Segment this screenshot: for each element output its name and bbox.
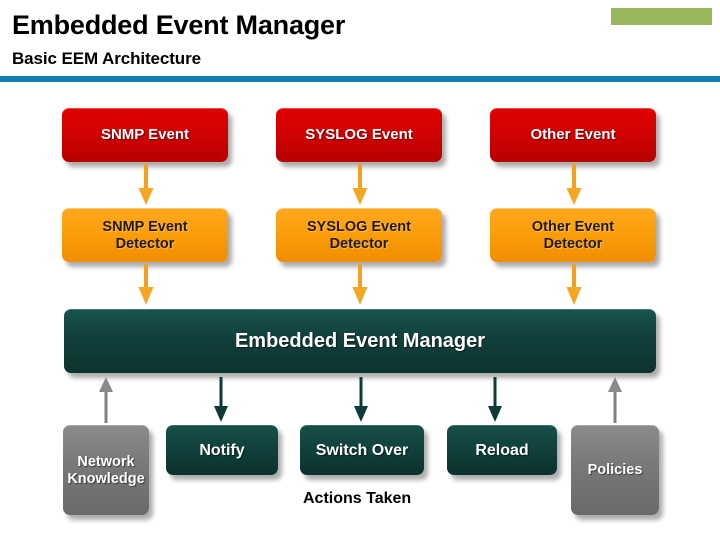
arrow-network-knowledge-to-manager bbox=[98, 377, 114, 423]
node-label: Notify bbox=[199, 441, 245, 459]
node-label-line2: Detector bbox=[543, 235, 603, 252]
arrow-manager-to-notify bbox=[213, 377, 229, 423]
node-label-line1: Other Event bbox=[531, 219, 615, 236]
node-label: Other Event Detector bbox=[532, 219, 614, 251]
blue-divider-rule bbox=[0, 76, 720, 82]
arrow-other-event-to-detector bbox=[566, 164, 582, 206]
node-label-line1: Network bbox=[77, 454, 135, 471]
node-embedded-event-manager[interactable]: Embedded Event Manager bbox=[64, 309, 656, 373]
arrow-snmp-detector-to-manager bbox=[138, 264, 154, 306]
node-label: Switch Over bbox=[315, 441, 409, 459]
arrow-snmp-event-to-detector bbox=[138, 164, 154, 206]
node-label-line1: SYSLOG Event bbox=[307, 219, 411, 236]
node-label-line2: Knowledge bbox=[67, 470, 145, 487]
node-label-line1: SNMP Event bbox=[102, 219, 188, 236]
arrow-syslog-detector-to-manager bbox=[352, 264, 368, 306]
node-policies[interactable]: Policies bbox=[571, 425, 659, 515]
node-label: Other Event bbox=[530, 126, 616, 144]
arrow-manager-to-switch-over bbox=[353, 377, 369, 423]
node-label: Network Knowledge bbox=[67, 454, 144, 486]
node-label: Policies bbox=[587, 462, 643, 479]
node-label: SNMP Event Detector bbox=[102, 219, 187, 251]
node-syslog-event-detector[interactable]: SYSLOG Event Detector bbox=[276, 208, 442, 262]
node-label: Embedded Event Manager bbox=[234, 330, 486, 353]
arrow-syslog-event-to-detector bbox=[352, 164, 368, 206]
arrow-other-detector-to-manager bbox=[566, 264, 582, 306]
node-reload[interactable]: Reload bbox=[447, 425, 557, 475]
arrow-manager-to-reload bbox=[487, 377, 503, 423]
green-accent-bar bbox=[611, 8, 712, 25]
node-label-line2: Detector bbox=[329, 235, 389, 252]
actions-taken-label: Actions Taken bbox=[303, 490, 412, 507]
node-snmp-event[interactable]: SNMP Event bbox=[62, 108, 228, 162]
node-other-event[interactable]: Other Event bbox=[490, 108, 656, 162]
node-label-line2: Detector bbox=[115, 235, 175, 252]
arrow-policies-to-manager bbox=[607, 377, 623, 423]
node-other-event-detector[interactable]: Other Event Detector bbox=[490, 208, 656, 262]
node-snmp-event-detector[interactable]: SNMP Event Detector bbox=[62, 208, 228, 262]
node-notify[interactable]: Notify bbox=[166, 425, 278, 475]
slide-header: Embedded Event Manager Basic EEM Archite… bbox=[0, 0, 720, 84]
eem-architecture-diagram: SNMP Event SYSLOG Event Other Event bbox=[0, 84, 720, 540]
node-label: SYSLOG Event Detector bbox=[307, 219, 411, 251]
page-subtitle: Basic EEM Architecture bbox=[12, 49, 201, 68]
node-label: SNMP Event bbox=[100, 126, 190, 144]
node-syslog-event[interactable]: SYSLOG Event bbox=[276, 108, 442, 162]
node-switch-over[interactable]: Switch Over bbox=[300, 425, 424, 475]
node-label: Reload bbox=[475, 441, 529, 459]
node-label: SYSLOG Event bbox=[305, 126, 413, 144]
page-title: Embedded Event Manager bbox=[12, 10, 346, 40]
node-network-knowledge[interactable]: Network Knowledge bbox=[63, 425, 149, 515]
